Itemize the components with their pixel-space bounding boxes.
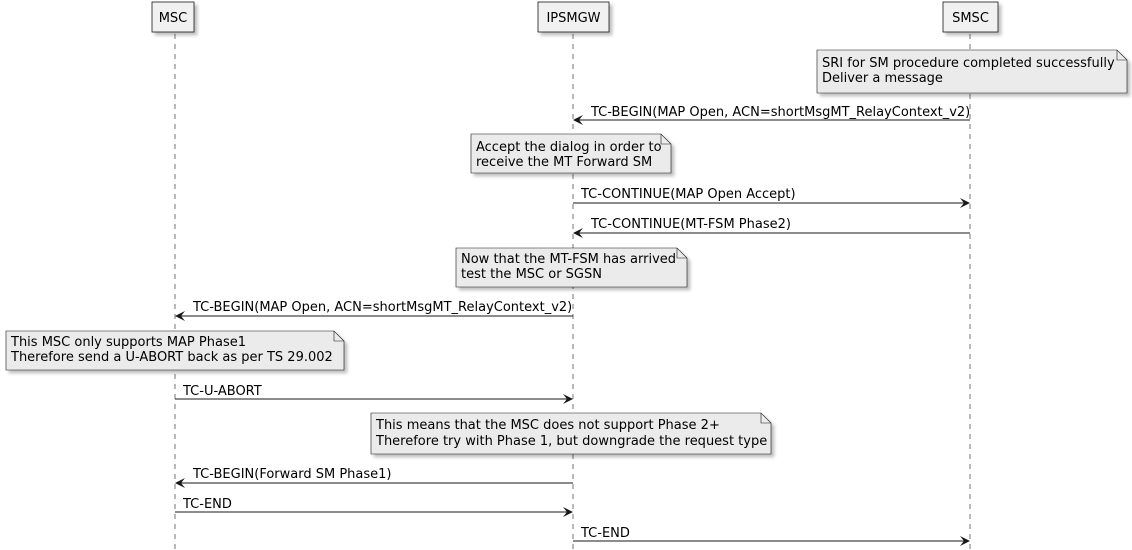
note-msc-phase1-line-2: Therefore send a U-ABORT back as per TS … xyxy=(10,350,333,365)
message-label: TC-END xyxy=(182,497,232,512)
message-tc-end-msc: TC-END xyxy=(175,497,573,517)
note-sri-completed-line-1: SRI for SM procedure completed successfu… xyxy=(822,56,1115,71)
note-mt-fsm-arrived-line-1: Now that the MT-FSM has arrived xyxy=(461,252,676,267)
note-mt-fsm-arrived-line-2: test the MSC or SGSN xyxy=(461,267,602,282)
note-accept-dialog-line-1: Accept the dialog in order to xyxy=(476,140,662,155)
message-tc-begin-map-open-msc: TC-BEGIN(MAP Open, ACN=shortMsgMT_RelayC… xyxy=(175,300,573,321)
note-no-phase2: This means that the MSC does not support… xyxy=(370,412,772,455)
note-mt-fsm-arrived: Now that the MT-FSM has arrived test the… xyxy=(455,247,688,288)
note-sri-completed-line-2: Deliver a message xyxy=(822,71,943,86)
note-accept-dialog-line-2: receive the MT Forward SM xyxy=(476,155,652,170)
note-accept-dialog: Accept the dialog in order to receive th… xyxy=(470,133,672,174)
message-label: TC-BEGIN(MAP Open, ACN=shortMsgMT_RelayC… xyxy=(192,300,572,315)
note-sri-completed: SRI for SM procedure completed successfu… xyxy=(816,49,1128,94)
arrowhead-icon xyxy=(175,311,185,321)
message-tc-continue-mt-fsm: TC-CONTINUE(MT-FSM Phase2) xyxy=(573,217,970,238)
note-msc-phase1-line-1: This MSC only supports MAP Phase1 xyxy=(10,335,246,350)
message-tc-end-smsc: TC-END xyxy=(573,526,970,546)
message-label: TC-CONTINUE(MT-FSM Phase2) xyxy=(590,217,791,232)
message-label: TC-BEGIN(Forward SM Phase1) xyxy=(192,467,392,482)
arrowhead-icon xyxy=(960,536,970,546)
message-tc-continue-open-accept: TC-CONTINUE(MAP Open Accept) xyxy=(573,187,970,208)
arrowhead-icon xyxy=(960,198,970,208)
message-tc-begin-map-open-smsc: TC-BEGIN(MAP Open, ACN=shortMsgMT_RelayC… xyxy=(573,105,970,125)
message-label: TC-END xyxy=(580,526,630,541)
participant-ipsmgw-box xyxy=(537,1,610,33)
participant-msc-label: MSC xyxy=(159,11,188,26)
arrowhead-icon xyxy=(573,115,583,125)
participant-ipsmgw: IPSMGW xyxy=(537,1,610,33)
message-label: TC-CONTINUE(MAP Open Accept) xyxy=(580,187,796,202)
participant-msc-box xyxy=(151,1,195,33)
arrowhead-icon xyxy=(175,478,185,488)
participant-smsc-label: SMSC xyxy=(952,11,989,26)
message-tc-begin-forward-sm: TC-BEGIN(Forward SM Phase1) xyxy=(175,467,573,488)
arrowhead-icon xyxy=(563,394,573,404)
message-tc-u-abort: TC-U-ABORT xyxy=(175,384,573,404)
participant-msc: MSC xyxy=(151,1,195,33)
participant-smsc: SMSC xyxy=(942,1,999,33)
message-label: TC-U-ABORT xyxy=(182,384,262,399)
participant-ipsmgw-label: IPSMGW xyxy=(546,11,600,26)
message-label: TC-BEGIN(MAP Open, ACN=shortMsgMT_RelayC… xyxy=(590,105,970,120)
arrowhead-icon xyxy=(573,228,583,238)
note-no-phase2-line-2: Therefore try with Phase 1, but downgrad… xyxy=(375,434,767,449)
participant-smsc-box xyxy=(942,1,999,33)
note-no-phase2-line-1: This means that the MSC does not support… xyxy=(375,418,720,433)
note-msc-phase1: This MSC only supports MAP Phase1 Theref… xyxy=(5,330,345,371)
arrowhead-icon xyxy=(563,507,573,517)
